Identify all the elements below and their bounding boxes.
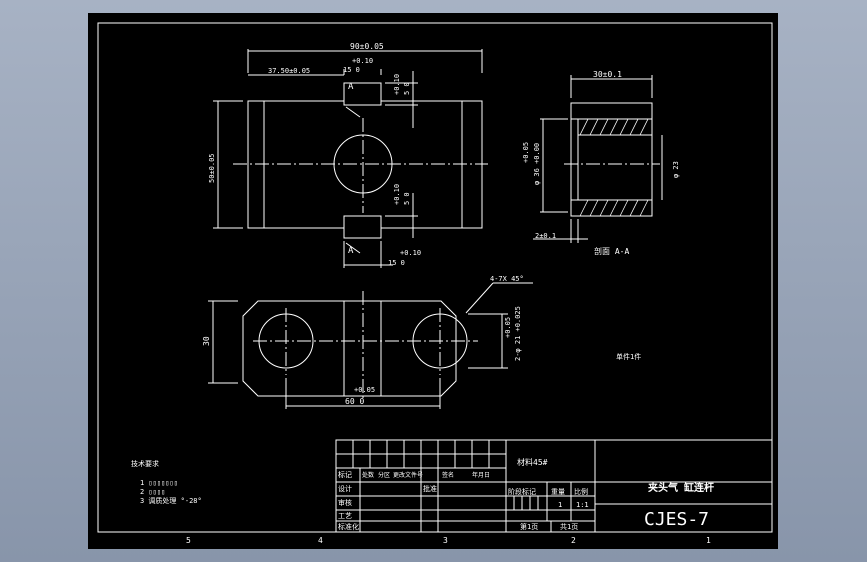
dim-spacing-b: 60 0	[345, 397, 364, 406]
dim-step: 2±0.1	[535, 232, 556, 240]
dim-offset: 37.50±0.05	[268, 67, 310, 75]
front-view-outline	[242, 300, 457, 397]
dim-slot-depth-b: 5 0	[403, 82, 411, 95]
zone-label-3: 3	[443, 536, 448, 545]
dim-diameter-outer-b: φ 36 +0.00	[533, 143, 541, 185]
title-drawing-no: CJES-7	[644, 509, 709, 530]
dim-front-height: 30	[202, 336, 211, 346]
title-row-label-1: 设计	[338, 484, 352, 493]
title-header-3: 签名	[442, 471, 454, 479]
dim-spacing-a: +0.05	[354, 386, 375, 394]
dim-bore-b: 2-φ 21 +0.025	[514, 306, 522, 361]
zone-label-5: 5	[186, 536, 191, 545]
title-sheet: 第1页	[520, 522, 538, 531]
dim-bore-a: +0.05	[504, 317, 512, 338]
note-material: 单件1件	[616, 352, 641, 361]
title-sheets: 共1页	[560, 522, 578, 531]
zone-label-4: 4	[318, 536, 323, 545]
dim-slot-bottom-a: +0.10	[400, 249, 421, 257]
title-scale-value: 1:1	[576, 501, 589, 509]
title-block	[335, 439, 773, 533]
title-row-label-3: 工艺	[338, 512, 352, 520]
tech-notes-title: 技术要求	[131, 459, 159, 468]
dim-slot-depth2-b: 5 0	[403, 192, 411, 205]
top-view	[213, 49, 488, 268]
title-header-1: 分区	[378, 471, 390, 479]
dim-section-width: 30±0.1	[593, 70, 622, 79]
dim-slot-depth2-a: +0.10	[393, 184, 401, 205]
tech-note-3: 3 调质处理 °-28°	[140, 496, 202, 505]
tech-note-2: 2 ▯▯▯▯	[140, 488, 165, 496]
section-label-top: A	[348, 82, 354, 92]
section-view	[533, 75, 663, 243]
dim-slot-depth-a: +0.10	[393, 74, 401, 95]
dim-slot-15: 15 0	[343, 66, 360, 74]
title-scale-label: 比例	[574, 487, 588, 496]
drawing-canvas[interactable]: 90±0.05 37.50±0.05 +0.10 15 0 50±0.05 +0…	[88, 13, 778, 549]
zone-label-2: 2	[571, 536, 576, 545]
title-material: 材料45#	[517, 457, 548, 467]
title-row-label-0: 标记	[338, 470, 352, 479]
dim-height: 50±0.05	[208, 153, 216, 183]
section-outline	[570, 102, 653, 217]
title-count: 1	[558, 501, 562, 509]
title-row-label-4: 标准化	[338, 522, 359, 531]
dim-chamfer: 4-7X 45°	[490, 275, 524, 283]
title-row-label-2: 审核	[338, 498, 352, 507]
dim-overall-width: 90±0.05	[350, 42, 384, 51]
dim-diameter-outer-a: +0.05	[522, 142, 530, 163]
title-header-2: 更改文件号	[393, 471, 423, 479]
tech-note-1: 1 ▯▯▯▯▯▯▯	[140, 479, 178, 487]
front-view	[208, 282, 533, 409]
dim-slot-top: +0.10	[352, 57, 373, 65]
sheet-border	[97, 22, 773, 533]
section-title: 剖面 A-A	[594, 246, 629, 256]
title-header-0: 处数	[362, 471, 374, 479]
title-part-name: 夹头气 缸连杆	[648, 481, 714, 494]
title-stage-label: 阶段标记	[508, 487, 536, 496]
title-sign-label: 批准	[423, 484, 437, 493]
dim-slot-bottom-b: 15 0	[388, 259, 405, 267]
dim-diameter-inner: φ 23	[672, 161, 680, 178]
title-weight-label: 重量	[551, 488, 565, 496]
title-header-4: 年月日	[472, 471, 490, 479]
section-label-bottom: A	[348, 246, 354, 256]
drawing-sheet[interactable]: 90±0.05 37.50±0.05 +0.10 15 0 50±0.05 +0…	[88, 13, 778, 549]
zone-label-1: 1	[706, 536, 711, 545]
